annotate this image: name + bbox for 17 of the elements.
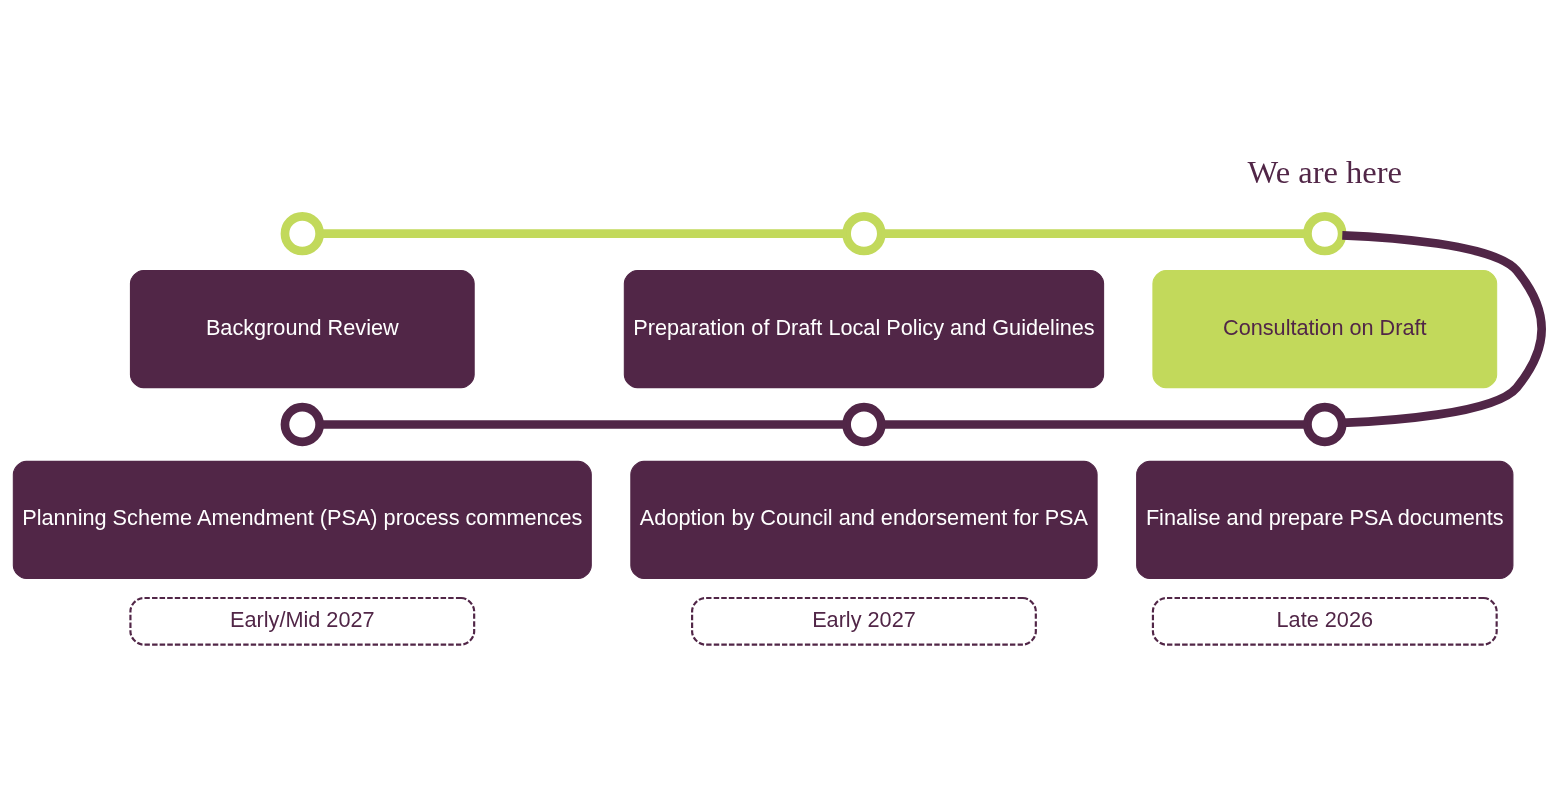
connector <box>1341 230 1546 428</box>
node-circle <box>841 402 886 447</box>
node-box: Planning Scheme Amendment (PSA) process commences <box>12 460 592 580</box>
node-box: Consultation on Draft <box>1151 270 1497 389</box>
node-box: Early 2027 <box>690 596 1037 646</box>
node-box: Preparation of Draft Local Policy and Guidelines <box>623 270 1104 389</box>
node-circle <box>841 212 886 256</box>
node-circle <box>280 212 324 256</box>
node-box: Late 2026 <box>1151 596 1498 646</box>
node-box: Adoption by Council and endorsement for PSA <box>629 460 1098 580</box>
node-box: Early/Mid 2027 <box>128 596 475 646</box>
node-box: Finalise and prepare PSA documents <box>1135 460 1513 580</box>
node-circle <box>280 402 324 447</box>
label: We are here <box>1247 153 1402 190</box>
node-circle <box>1302 402 1346 447</box>
node-circle <box>1302 212 1346 256</box>
node-box: Background Review <box>129 270 475 389</box>
